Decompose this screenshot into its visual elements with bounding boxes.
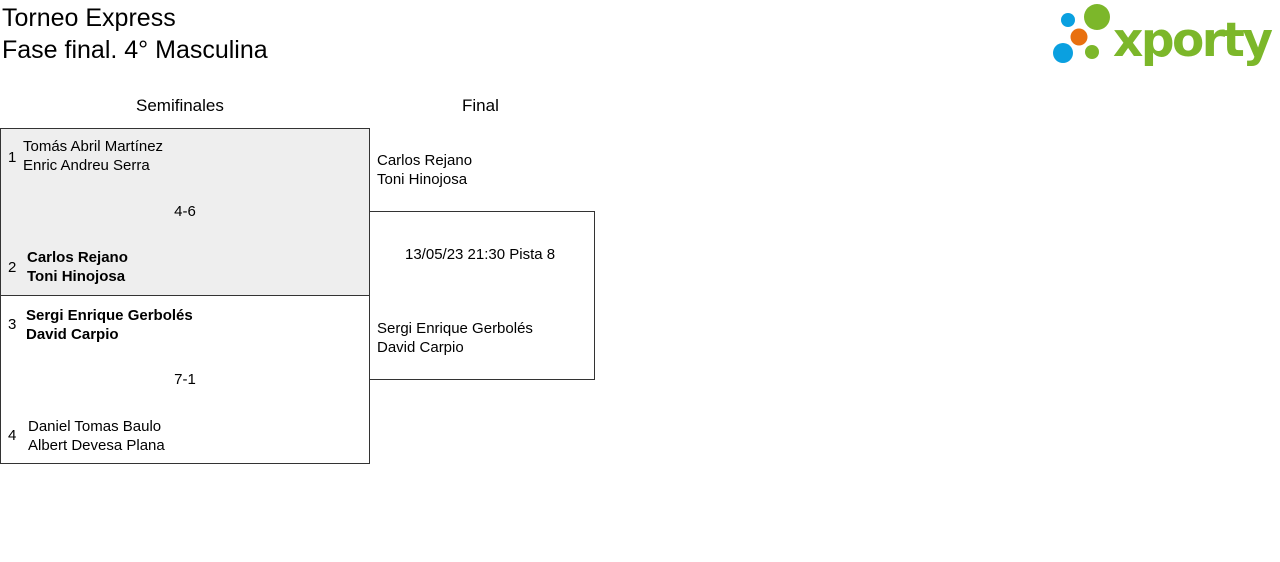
match-score: 7-1 bbox=[174, 371, 196, 388]
final-schedule: 13/05/23 21:30 Pista 8 bbox=[405, 246, 556, 263]
player: Toni Hinojosa bbox=[27, 268, 126, 285]
seed: 1 bbox=[8, 149, 17, 166]
semifinal-match-1[interactable]: 1 Tomás Abril Martínez Enric Andreu Serr… bbox=[0, 128, 370, 296]
team-3-winner: Sergi Enrique Gerbolés David Carpio bbox=[26, 306, 193, 344]
player: Tomás Abril Martínez bbox=[23, 138, 164, 155]
player: David Carpio bbox=[377, 339, 464, 356]
player: Enric Andreu Serra bbox=[23, 157, 150, 174]
final-team-2: Sergi Enrique Gerbolés David Carpio bbox=[377, 319, 533, 357]
player: Carlos Rejano bbox=[27, 249, 128, 266]
player: Albert Devesa Plana bbox=[28, 437, 165, 454]
team-4: Daniel Tomas Baulo Albert Devesa Plana bbox=[28, 417, 165, 455]
player: Toni Hinojosa bbox=[377, 171, 468, 188]
player: Daniel Tomas Baulo bbox=[28, 418, 162, 435]
seed: 2 bbox=[8, 259, 17, 276]
seed: 4 bbox=[8, 427, 17, 444]
page-title: Torneo Express bbox=[2, 4, 176, 32]
team-2-winner: Carlos Rejano Toni Hinojosa bbox=[27, 248, 128, 286]
player: Sergi Enrique Gerbolés bbox=[26, 307, 193, 324]
page-subtitle: Fase final. 4° Masculina bbox=[2, 36, 268, 64]
semifinal-match-2[interactable]: 3 Sergi Enrique Gerbolés David Carpio 7-… bbox=[0, 295, 370, 464]
column-header-final: Final bbox=[462, 96, 499, 115]
svg-text:xporty: xporty bbox=[1113, 13, 1273, 66]
seed: 3 bbox=[8, 316, 17, 333]
xporty-logo: xporty bbox=[1053, 4, 1273, 66]
column-header-semifinales: Semifinales bbox=[136, 96, 224, 115]
final-team-1: Carlos Rejano Toni Hinojosa bbox=[377, 151, 472, 189]
player: David Carpio bbox=[26, 326, 119, 343]
final-match[interactable]: 13/05/23 21:30 Pista 8 Sergi Enrique Ger… bbox=[369, 211, 595, 380]
player: Carlos Rejano bbox=[377, 152, 473, 169]
match-score: 4-6 bbox=[174, 203, 196, 220]
player: Sergi Enrique Gerbolés bbox=[377, 320, 533, 337]
team-1: Tomás Abril Martínez Enric Andreu Serra bbox=[23, 137, 163, 175]
